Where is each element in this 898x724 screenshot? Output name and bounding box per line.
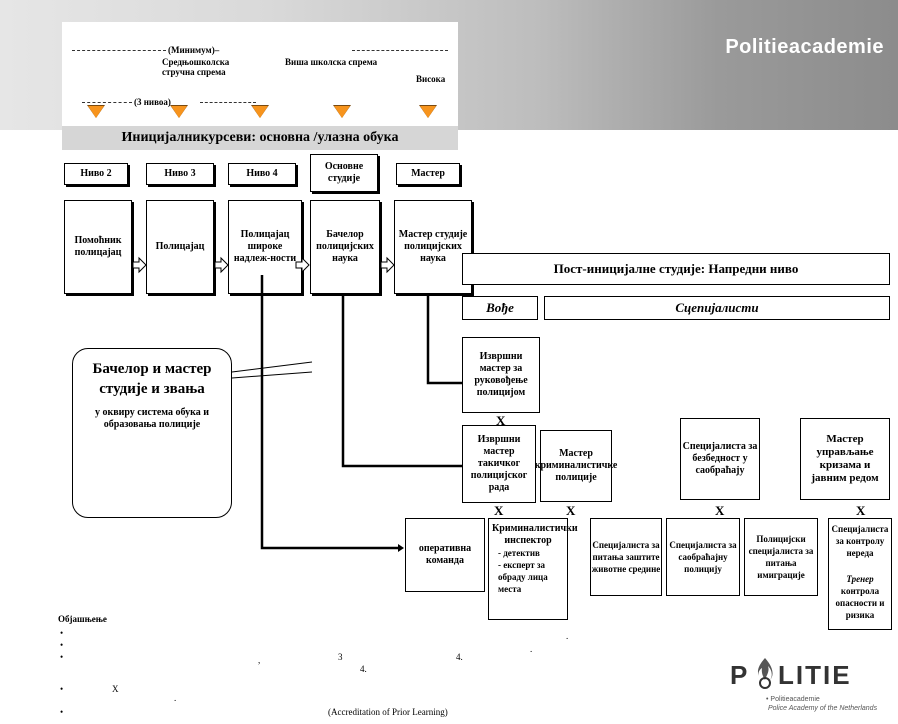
trainer-text: контрола опасности и ризика	[835, 586, 885, 620]
callout-bubble: Бачелор и мастер студије и звања у оквир…	[72, 348, 232, 518]
role-assistant-officer: Помоћник полицајац	[64, 200, 132, 294]
riot-specialist-title: Специјалиста за контролу нереда	[831, 524, 889, 558]
exec-master-tactical: Извршни мастер такичког полицијског рада	[462, 425, 536, 503]
level-marker-1-fill	[88, 106, 104, 118]
callout-pointer-1	[231, 361, 313, 373]
master-criminalistics: Мастер криминалистичке полиције	[535, 430, 617, 502]
logo-line-1: • Politieacademie	[766, 696, 820, 703]
level-4: Ниво 4	[228, 163, 296, 185]
higher-school-label: Виша школска спрема	[285, 57, 378, 67]
x-mark-2: X	[494, 503, 504, 518]
high-label: Висока	[416, 74, 446, 84]
logo-word: LITIE	[778, 660, 852, 690]
legend-bullet-5: •	[60, 707, 64, 717]
crisis-master: Мастер управљање кризама и јавним редом	[800, 418, 890, 500]
legend-num-4a: 4.	[456, 652, 463, 662]
operative-command: оперативна команда	[405, 518, 485, 592]
traffic-police-specialist: Специјалиста за саобраћајну полицију	[666, 518, 740, 596]
legend-bullet-3: •	[60, 652, 64, 662]
level-master: Мастер	[396, 163, 460, 185]
x-mark-3: X	[566, 503, 576, 518]
x-mark-4: X	[715, 503, 725, 518]
callout-subtitle: у оквиру система обука и образовања поли…	[94, 407, 210, 430]
level-marker-4-fill	[334, 106, 350, 118]
scale-dash-4	[200, 102, 256, 103]
level-marker-5-fill	[420, 106, 436, 118]
scale-dash-3	[82, 102, 132, 103]
immigration-specialist: Полицијски специјалиста за питања имигра…	[744, 518, 818, 596]
criminal-inspector-title: Криминалистички инспектор	[492, 523, 578, 546]
level-3: Ниво 3	[146, 163, 214, 185]
arrow-4	[380, 256, 395, 274]
criminal-inspector-item-1: - детектив	[498, 548, 540, 558]
secondary-label: Средњошколска стручна спрема	[162, 57, 230, 77]
legend-num-3: 3	[338, 652, 343, 662]
traffic-security-specialist: Специјалиста за безбедност у саобраћају	[680, 418, 760, 500]
logo-p: P	[730, 660, 748, 690]
legend-dot-2: .	[530, 644, 533, 654]
legend-bullet-4: •	[60, 684, 64, 694]
callout-title: Бачелор и мастер студије и звања	[92, 361, 212, 397]
level-marker-3-fill	[252, 106, 268, 118]
trainer-label: Тренер	[846, 574, 874, 584]
post-initial-bar: Пост-иницијалне студије: Напредни ниво	[462, 253, 890, 285]
specialists-label: Сцепијалисти	[544, 296, 890, 320]
criminal-inspector: Криминалистички инспектор - детектив - е…	[488, 518, 578, 620]
brand-title: Politieacademie	[725, 36, 884, 58]
role-master: Мастер студије полицијских наука	[394, 200, 472, 294]
logo-line-2: Police Academy of the Netherlands	[768, 705, 878, 712]
legend-num-4b: 4.	[360, 664, 367, 674]
leaders-label: Вође	[462, 296, 538, 320]
minimum-label: (Минимум)–	[168, 45, 220, 55]
level-marker-2-fill	[171, 106, 187, 118]
initial-courses-bar: Иницијалникурсеви: основна /улазна обука	[62, 126, 458, 150]
legend-apl: (Accreditation of Prior Learning)	[328, 707, 448, 717]
scale-dash-2	[352, 50, 448, 51]
legend-bullet-2: •	[60, 640, 64, 650]
criminal-inspector-item-2: - експерт за обраду лица места	[498, 560, 548, 594]
exec-master-management: Извршни мастер за руковођење полицијом	[462, 337, 540, 413]
flame-icon	[757, 658, 773, 689]
x-mark-1: X	[496, 413, 506, 428]
callout-pointer-2	[231, 371, 313, 379]
legend-comma: ,	[258, 655, 261, 665]
scale-dash-1	[72, 50, 166, 51]
riot-specialist: Специјалиста за контролу нереда Тренер к…	[828, 518, 892, 630]
politie-logo: P LITIE • Politieacademie Police Academy…	[722, 658, 892, 720]
legend-x-note: X	[112, 684, 119, 694]
environment-specialist: Специјалиста за питања заштите животне с…	[590, 518, 662, 596]
legend-dot-1: .	[566, 631, 569, 641]
flow-level4-to-operative	[260, 275, 398, 550]
three-levels-label: (3 нивоа)	[134, 97, 171, 107]
role-broad-officer: Полицајац широке надлеж-ности	[228, 200, 302, 294]
level-bachelor: Основне студије	[310, 154, 378, 192]
role-officer: Полицајац	[146, 200, 214, 294]
legend-bullet-1: •	[60, 628, 64, 638]
legend-title: Објашњење	[58, 614, 107, 624]
arrow-2	[214, 256, 229, 274]
x-mark-5: X	[856, 503, 866, 518]
role-bachelor: Бачелор полицијских наука	[310, 200, 380, 294]
flow-bachelor-to-tactical	[341, 294, 462, 468]
arrow-3	[295, 256, 310, 274]
level-2: Ниво 2	[64, 163, 128, 185]
legend-dot-3: .	[174, 693, 177, 703]
arrow-1	[132, 256, 147, 274]
flow-master-to-exec	[426, 294, 462, 385]
